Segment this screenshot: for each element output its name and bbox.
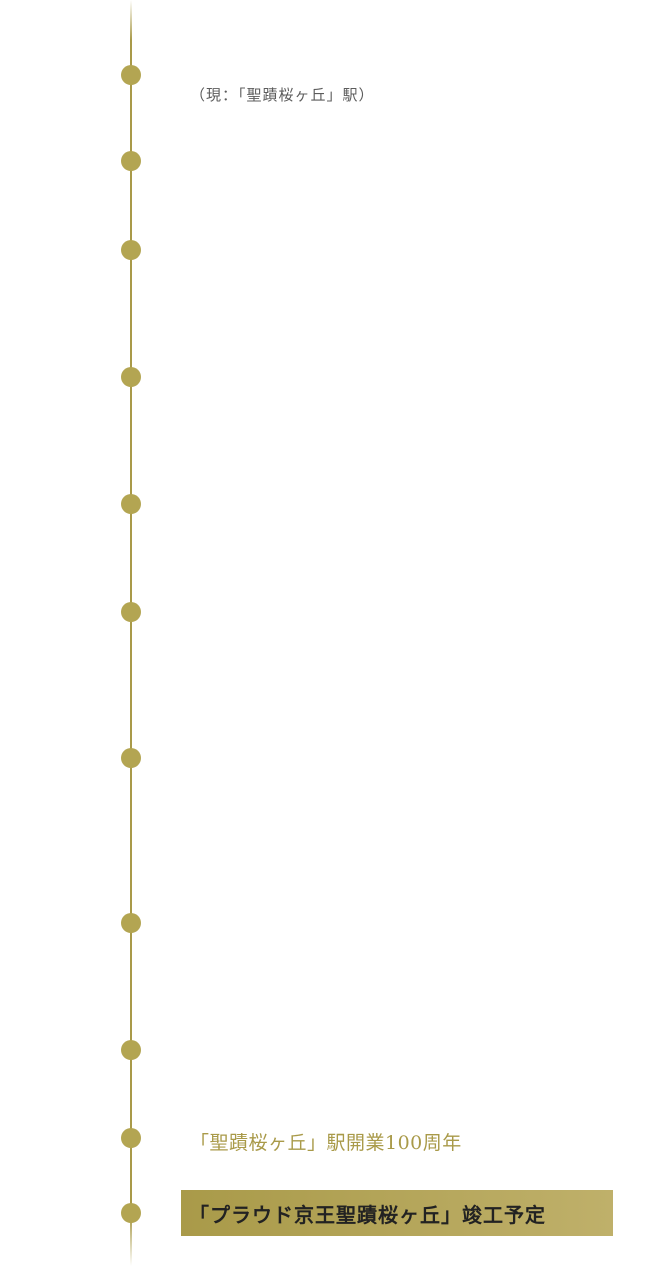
completion-scheduled-label: 「プラウド京王聖蹟桜ヶ丘」竣工予定 bbox=[189, 1202, 546, 1227]
timeline-dot bbox=[121, 240, 141, 260]
timeline-dot bbox=[121, 1203, 141, 1223]
timeline-dot bbox=[121, 748, 141, 768]
timeline-line bbox=[130, 0, 132, 1266]
timeline-dot bbox=[121, 367, 141, 387]
timeline-dot bbox=[121, 1040, 141, 1060]
timeline-dot bbox=[121, 65, 141, 85]
timeline-dot bbox=[121, 1128, 141, 1148]
timeline-dot bbox=[121, 151, 141, 171]
timeline-dot bbox=[121, 494, 141, 514]
completion-highlight-banner: 「プラウド京王聖蹟桜ヶ丘」竣工予定 bbox=[181, 1190, 613, 1236]
station-100th-anniversary-label: 「聖蹟桜ヶ丘」駅開業100周年 bbox=[190, 1132, 462, 1154]
timeline-dot bbox=[121, 602, 141, 622]
station-current-name-note: （現：「聖蹟桜ヶ丘」駅） bbox=[190, 86, 375, 104]
timeline-dot bbox=[121, 913, 141, 933]
